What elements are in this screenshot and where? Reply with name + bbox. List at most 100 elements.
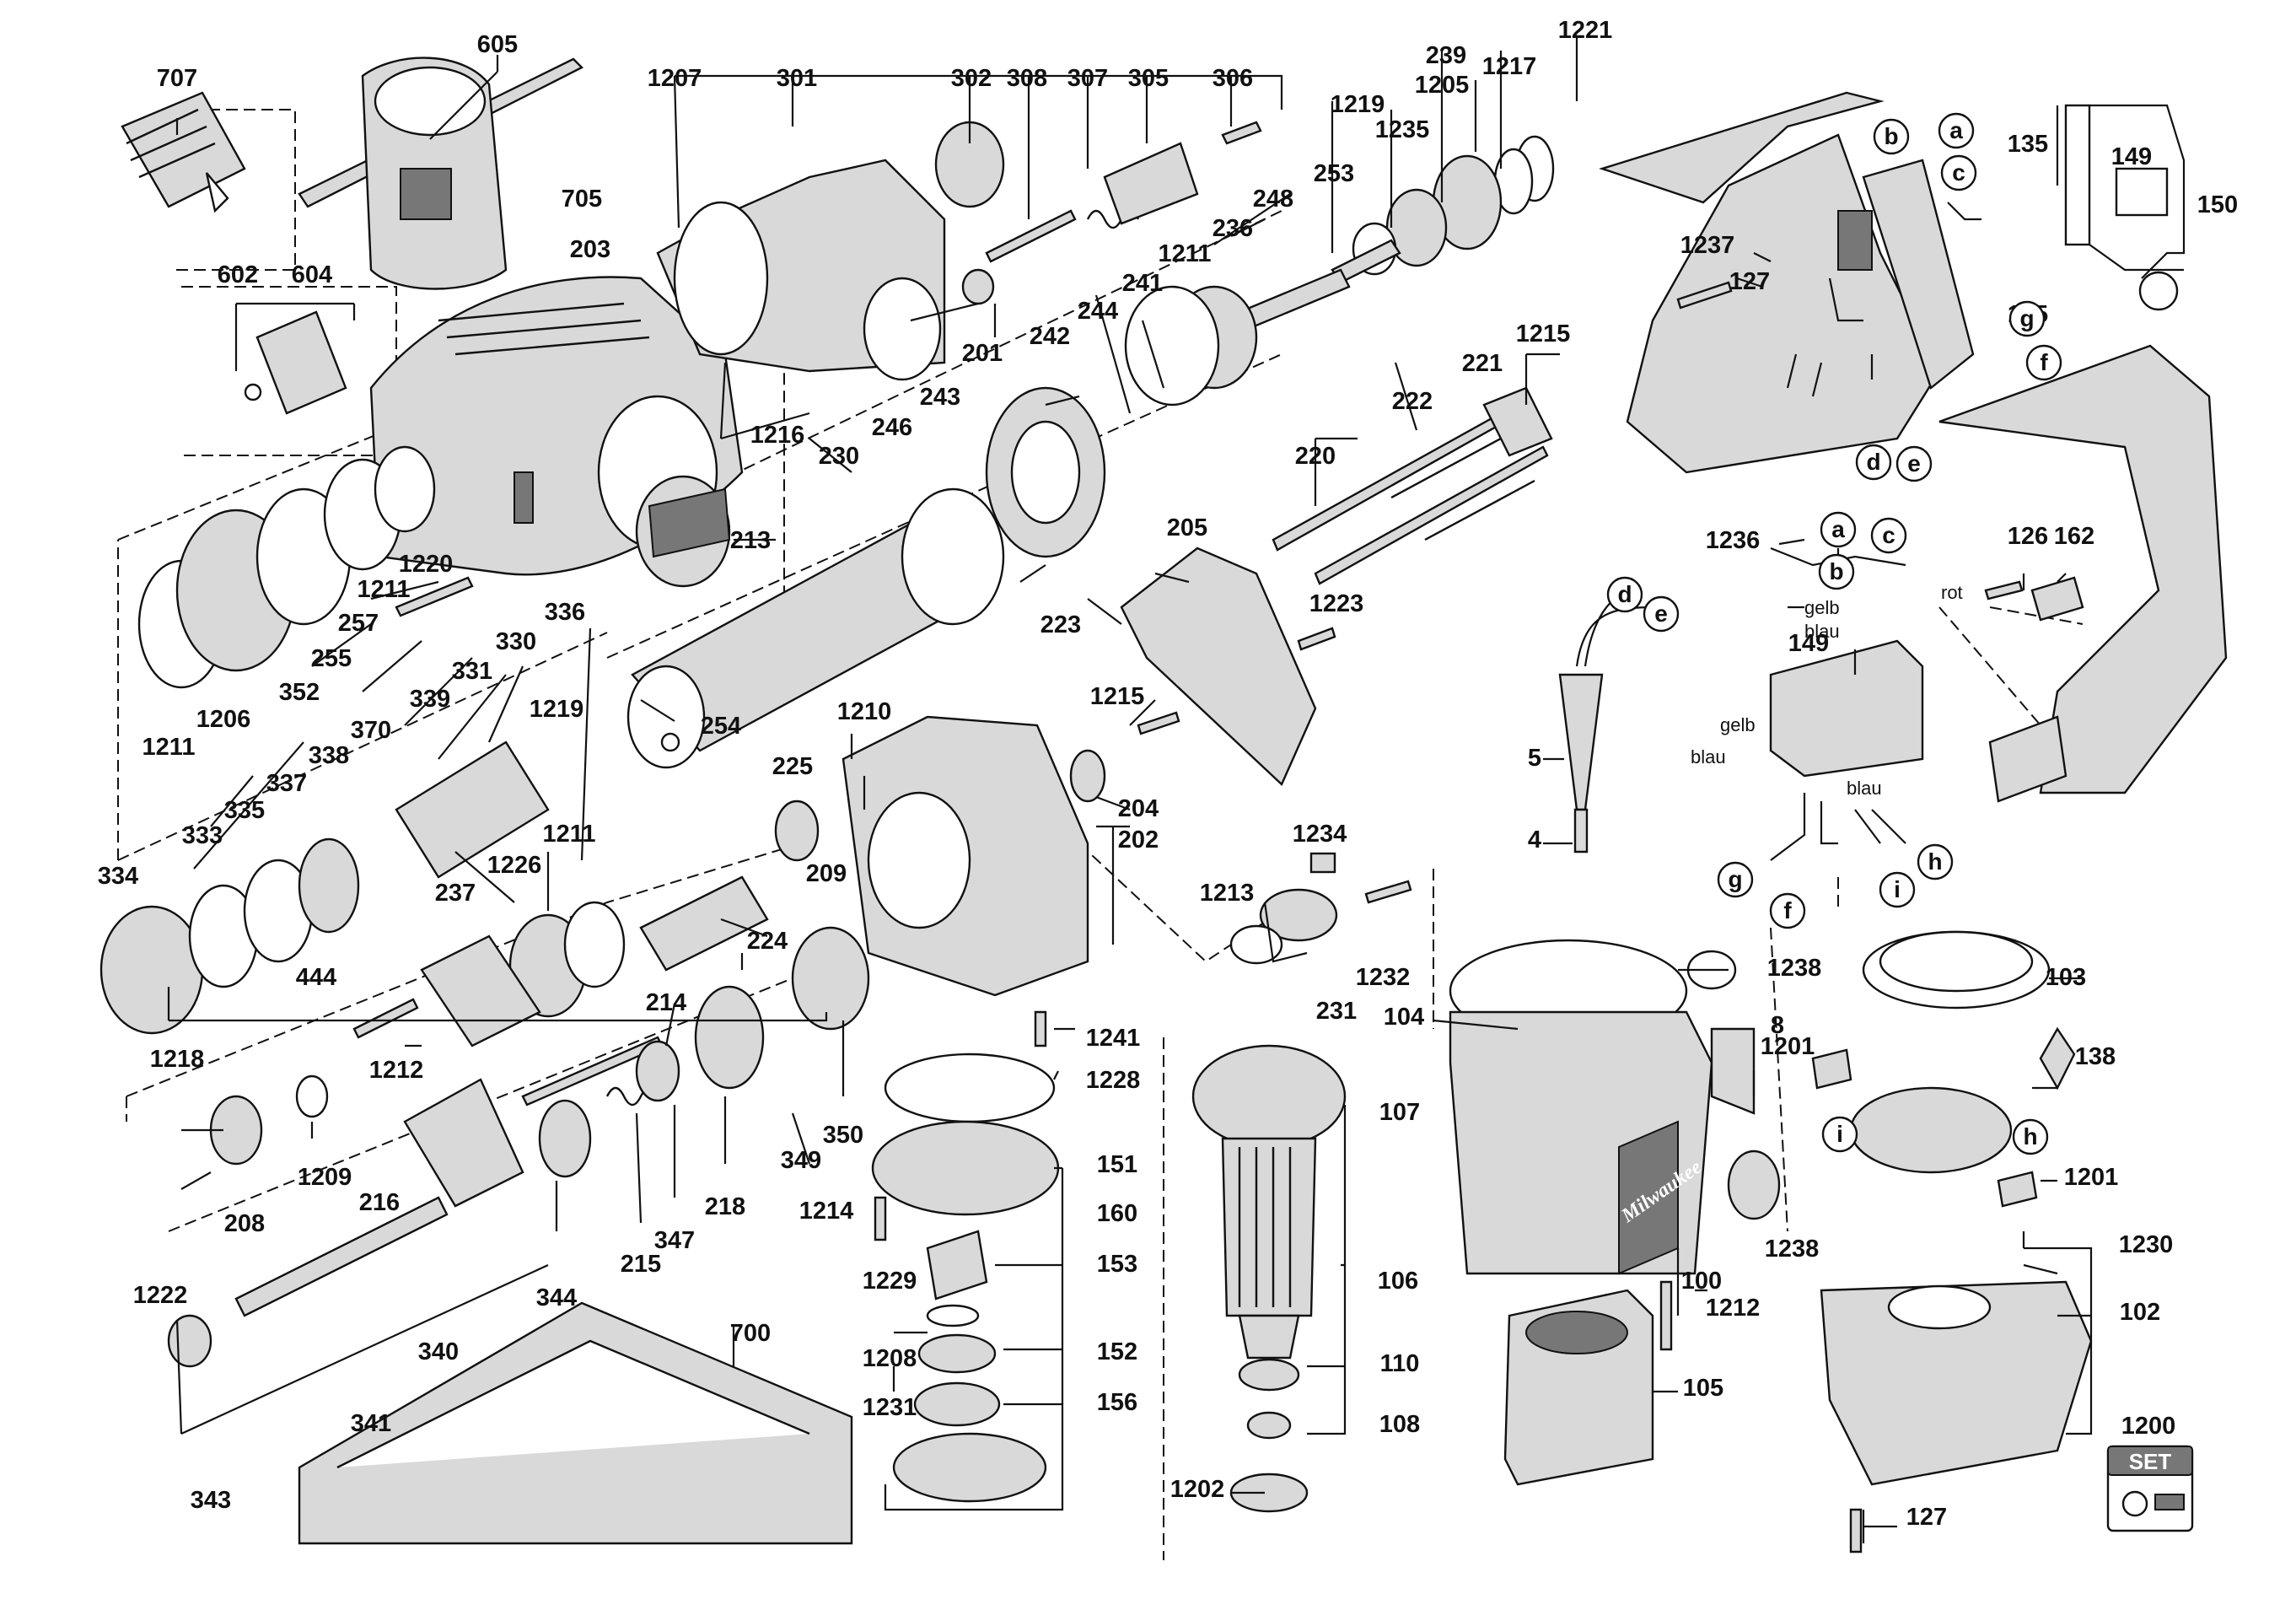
part-label-333: 333 [182, 822, 223, 849]
part-label-138: 138 [2075, 1043, 2116, 1070]
pin-308 [985, 209, 1077, 263]
part-label-236: 236 [1213, 215, 1253, 242]
wire-label-w1: gelb [1804, 597, 1840, 618]
part-label-444: 444 [296, 964, 336, 991]
bushing-201 [961, 268, 995, 305]
connector-marker-i1: i [1879, 871, 1916, 908]
handle-150 [1599, 91, 1975, 474]
lever-216 [403, 1078, 524, 1208]
part-label-203: 203 [570, 236, 610, 263]
part-drawings [99, 57, 2228, 1553]
svg-text:h: h [2023, 1123, 2037, 1150]
svg-text:h: h [1928, 848, 1942, 875]
part-label-602: 602 [218, 261, 258, 288]
cable-5 [1558, 589, 1662, 853]
screw-1241 [1034, 1010, 1047, 1047]
module-149 [1769, 639, 1924, 778]
wire-label-w5: blau [1691, 746, 1726, 767]
svg-text:d: d [1617, 581, 1632, 607]
part-label-105: 105 [1683, 1375, 1723, 1402]
part-label-335: 335 [224, 797, 265, 824]
part-label-1231: 1231 [863, 1394, 917, 1421]
part-label-213: 213 [730, 527, 771, 554]
part-label-1212a: 1212 [369, 1057, 424, 1084]
svg-text:g: g [2019, 305, 2034, 331]
part-label-127a: 127 [1729, 268, 1770, 295]
part-label-257: 257 [338, 610, 379, 637]
plate-221 [1482, 386, 1553, 457]
connector-marker-a1: a [1938, 112, 1975, 149]
part-label-337: 337 [266, 770, 307, 797]
part-label-1234: 1234 [1293, 821, 1347, 848]
part-label-108: 108 [1379, 1411, 1420, 1438]
svg-text:c: c [1952, 159, 1965, 186]
connector-marker-i2: i [1821, 1116, 1858, 1153]
part-label-220: 220 [1295, 443, 1336, 470]
brush-holder [1849, 1086, 2013, 1174]
connector-marker-e2: e [1643, 595, 1680, 633]
set-ring-icon [2121, 1490, 2148, 1517]
wire-label-w6: blau [1847, 778, 1882, 799]
part-label-156: 156 [1097, 1389, 1137, 1416]
part-label-1207: 1207 [648, 65, 702, 92]
part-label-1211d: 1211 [543, 821, 596, 848]
part-label-700: 700 [730, 1320, 771, 1347]
shaft-341 [234, 1196, 449, 1317]
part-label-8: 8 [1771, 1012, 1784, 1039]
part-label-344: 344 [536, 1284, 577, 1311]
part-label-341: 341 [351, 1410, 391, 1437]
part-label-243: 243 [920, 384, 960, 411]
part-label-1211b: 1211 [358, 576, 411, 603]
flange-stack-160 [871, 1053, 1060, 1503]
part-label-347: 347 [654, 1227, 695, 1254]
part-label-350: 350 [823, 1122, 863, 1149]
screw-1212b [1659, 1280, 1673, 1351]
part-label-1221: 1221 [1558, 17, 1613, 44]
part-label-1201b: 1201 [2064, 1164, 2119, 1191]
part-label-349: 349 [781, 1147, 821, 1174]
svg-text:f: f [1783, 897, 1792, 923]
part-label-102: 102 [2120, 1299, 2160, 1326]
part-label-1222: 1222 [133, 1282, 188, 1309]
set-badge-label: SET [2129, 1449, 2172, 1474]
part-label-253: 253 [1314, 160, 1354, 187]
part-label-1215a: 1215 [1516, 320, 1571, 347]
electronics-schematic [2064, 104, 2186, 311]
part-label-214: 214 [646, 989, 686, 1016]
part-label-242: 242 [1030, 323, 1070, 350]
part-label-705: 705 [562, 186, 602, 213]
ring-225 [774, 800, 820, 862]
svg-text:e: e [1907, 450, 1921, 477]
part-label-205: 205 [1167, 514, 1207, 541]
gear-344 [538, 1099, 592, 1178]
part-label-605: 605 [477, 31, 518, 58]
part-label-103: 103 [2046, 964, 2086, 991]
set-screw-icon [2154, 1494, 2185, 1510]
part-label-149b: 149 [1788, 630, 1829, 657]
connector-marker-b1: b [1873, 118, 1910, 155]
connector-marker-f2: f [1769, 892, 1806, 929]
part-label-339: 339 [410, 686, 450, 713]
part-label-150: 150 [2197, 191, 2238, 218]
screw-127a [1676, 281, 1733, 310]
part-label-1238b: 1238 [1765, 1236, 1820, 1263]
connector-marker-c2: c [1870, 517, 1907, 554]
part-label-223: 223 [1040, 611, 1081, 638]
springs-222 [1390, 437, 1535, 541]
part-label-1238a: 1238 [1767, 955, 1822, 982]
connector-marker-d2: d [1606, 576, 1643, 613]
impact-mechanism [1124, 135, 1555, 407]
drill-chuck-707 [121, 91, 246, 213]
part-label-149a: 149 [2111, 143, 2152, 170]
clutch-218 [694, 985, 765, 1090]
rods-220 [1272, 412, 1507, 552]
part-label-1235: 1235 [1375, 116, 1430, 143]
connector-marker-e1: e [1895, 445, 1933, 482]
part-label-244: 244 [1078, 298, 1118, 325]
svg-text:g: g [1728, 866, 1742, 892]
part-label-307: 307 [1067, 65, 1108, 92]
part-label-152: 152 [1097, 1338, 1137, 1365]
part-label-239: 239 [1426, 42, 1466, 69]
part-label-1202: 1202 [1170, 1476, 1225, 1503]
